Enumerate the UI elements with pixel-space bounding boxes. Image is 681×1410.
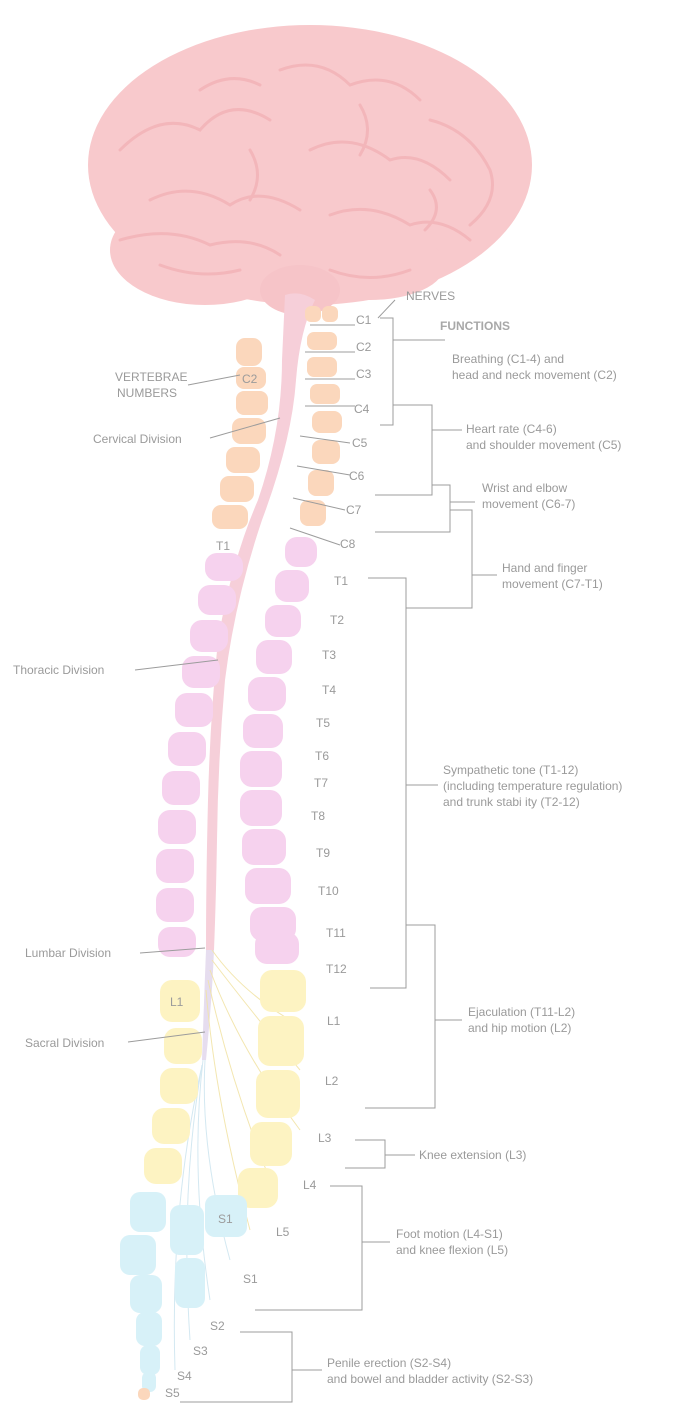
vertebrae-numbers-label-1: VERTEBRAE <box>115 370 187 384</box>
nerve-label-c5: C5 <box>352 436 368 450</box>
lumbar-division-label: Lumbar Division <box>25 946 111 960</box>
vertebra-label-l1: L1 <box>170 995 184 1009</box>
nerve-label-c8: C8 <box>340 537 356 551</box>
nerve-label-t8: T8 <box>311 809 325 823</box>
function-text-hand-line-2: movement (C7-T1) <box>502 577 603 591</box>
function-text-sympathetic-line-1: Sympathetic tone (T1-12) <box>443 763 578 777</box>
function-text-foot-line-1: Foot motion (L4-S1) <box>396 1227 503 1241</box>
nerve-label-c4: C4 <box>354 402 370 416</box>
function-text-wrist-line-2: movement (C6-7) <box>482 497 575 511</box>
nerve-label-t9: T9 <box>316 846 330 860</box>
function-text-hand-line-1: Hand and finger <box>502 561 587 575</box>
nerve-label-s1: S1 <box>243 1272 258 1286</box>
nerve-label-l2: L2 <box>325 1074 339 1088</box>
nerve-label-l3: L3 <box>318 1131 332 1145</box>
vertebra-label-s1: S1 <box>218 1212 233 1226</box>
function-text-heart-line-1: Heart rate (C4-6) <box>466 422 557 436</box>
nerve-label-t1: T1 <box>334 574 348 588</box>
nerve-label-c2: C2 <box>356 340 372 354</box>
function-labels: Breathing (C1-4) and head and neck moveme… <box>327 352 622 1386</box>
function-text-ejaculation-line-2: and hip motion (L2) <box>468 1021 571 1035</box>
function-text-heart-line-2: and shoulder movement (C5) <box>466 438 621 452</box>
nerve-label-c3: C3 <box>356 367 372 381</box>
nerves-heading: NERVES <box>406 289 455 303</box>
function-text-sympathetic-line-2: (including temperature regulation) <box>443 779 622 793</box>
nerve-label-s4: S4 <box>177 1369 192 1383</box>
nerve-label-s2: S2 <box>210 1319 225 1333</box>
nerve-label-l5: L5 <box>276 1225 290 1239</box>
sacral-division-label: Sacral Division <box>25 1036 104 1050</box>
nerve-label-l4: L4 <box>303 1178 317 1192</box>
function-text-breathing-line-2: head and neck movement (C2) <box>452 368 617 382</box>
function-text-penile-line-2: and bowel and bladder activity (S2-S3) <box>327 1372 533 1386</box>
nerve-label-s5: S5 <box>165 1386 180 1400</box>
vertebrae-numbers-label-2: NUMBERS <box>117 386 177 400</box>
nerve-label-t12: T12 <box>326 962 347 976</box>
function-text-ejaculation-line-1: Ejaculation (T11-L2) <box>468 1005 575 1019</box>
nerve-label-c7: C7 <box>346 503 362 517</box>
function-text-breathing-line-1: Breathing (C1-4) and <box>452 352 564 366</box>
vertebra-label-c2: C2 <box>242 372 258 386</box>
nerve-label-t3: T3 <box>322 648 336 662</box>
function-text-wrist-line-1: Wrist and elbow <box>482 481 567 495</box>
nerve-label-t7: T7 <box>314 776 328 790</box>
cervical-division-label: Cervical Division <box>93 432 182 446</box>
brain <box>88 25 532 315</box>
nerve-label-t11: T11 <box>326 926 346 940</box>
nerve-label-l1: L1 <box>327 1014 341 1028</box>
cervical-vertebrae <box>212 306 342 529</box>
coccyx <box>138 1388 150 1400</box>
function-text-knee-line-1: Knee extension (L3) <box>419 1148 526 1162</box>
nerve-label-t10: T10 <box>318 884 339 898</box>
nerve-label-c1: C1 <box>356 313 372 327</box>
function-text-foot-line-2: and knee flexion (L5) <box>396 1243 508 1257</box>
division-labels: Cervical Division Thoracic Division Lumb… <box>13 432 182 1050</box>
function-text-penile-line-1: Penile erection (S2-S4) <box>327 1356 451 1370</box>
functions-heading: FUNCTIONS <box>440 319 510 333</box>
nerve-label-t4: T4 <box>322 683 336 697</box>
function-text-sympathetic-line-3: and trunk stabi ity (T2-12) <box>443 795 580 809</box>
nerve-label-c6: C6 <box>349 469 365 483</box>
nerve-label-t6: T6 <box>315 749 329 763</box>
thoracic-division-label: Thoracic Division <box>13 663 104 677</box>
nerve-label-t5: T5 <box>316 716 330 730</box>
vertebra-label-t1: T1 <box>216 539 230 553</box>
nerve-label-t2: T2 <box>330 613 344 627</box>
nerve-label-s3: S3 <box>193 1344 208 1358</box>
